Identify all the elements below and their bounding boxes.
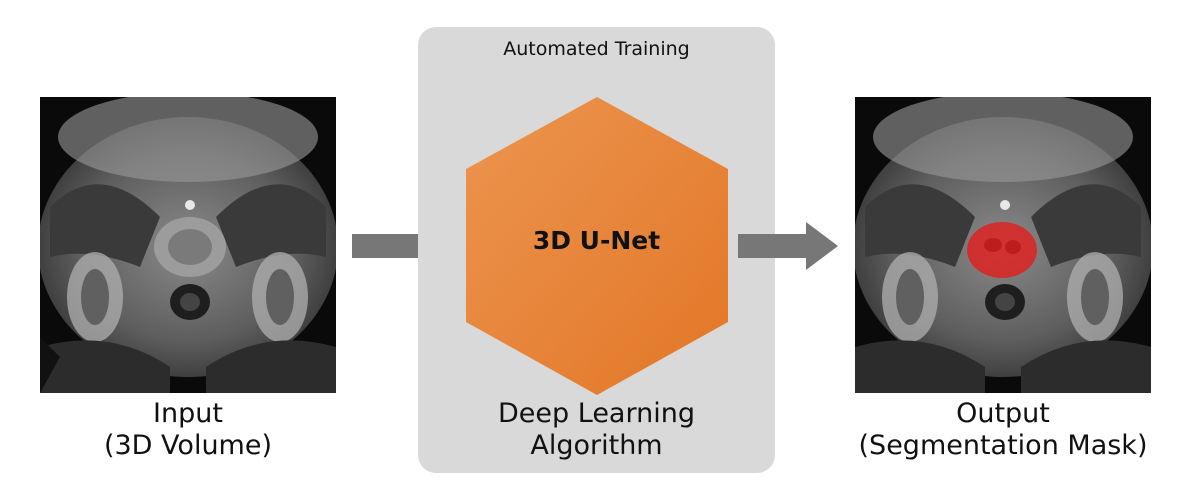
input-mri-image bbox=[40, 97, 336, 393]
output-mri-image bbox=[855, 97, 1151, 393]
algorithm-line1: Deep Learning bbox=[498, 398, 695, 429]
algorithm-caption: Deep Learning Algorithm bbox=[418, 398, 775, 462]
output-subtitle: (Segmentation Mask) bbox=[858, 430, 1148, 461]
hexagon-shape bbox=[466, 97, 728, 395]
input-title: Input bbox=[153, 398, 223, 429]
input-caption: Input (3D Volume) bbox=[40, 398, 336, 462]
input-subtitle: (3D Volume) bbox=[103, 430, 273, 461]
output-title: Output bbox=[956, 398, 1050, 429]
segmentation-mask bbox=[967, 222, 1037, 278]
right-arrow-icon bbox=[738, 222, 838, 270]
network-label: 3D U-Net bbox=[532, 226, 661, 255]
panel-title: Automated Training bbox=[503, 38, 690, 60]
algorithm-line2: Algorithm bbox=[530, 430, 663, 461]
output-caption: Output (Segmentation Mask) bbox=[840, 398, 1166, 462]
